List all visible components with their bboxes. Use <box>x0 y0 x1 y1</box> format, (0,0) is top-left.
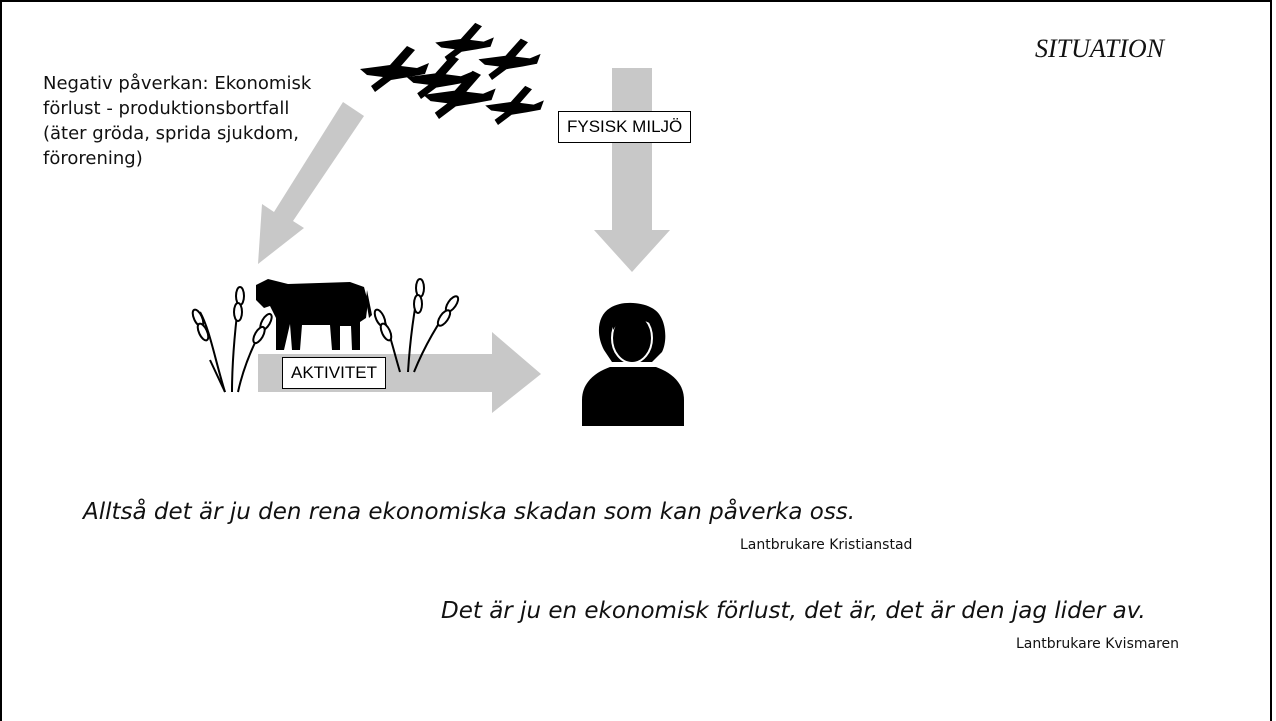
horizontal-arrow <box>258 332 541 413</box>
wheat-icon <box>191 286 273 393</box>
physical-environment-label: FYSISK MILJÖ <box>558 111 692 143</box>
person-icon <box>582 302 684 426</box>
quote-text: Det är ju en ekonomisk förlust, det är, … <box>441 598 1146 624</box>
activity-label: AKTIVITET <box>282 357 386 389</box>
quote-source: Lantbrukare Kvismaren <box>1016 636 1180 652</box>
negative-impact-text: Negativ påverkan: Ekonomisk förlust - pr… <box>43 73 312 169</box>
diagonal-arrow <box>258 102 364 264</box>
vertical-arrow <box>594 68 670 272</box>
wheat-icon <box>373 278 460 373</box>
quote-source: Lantbrukare Kristianstad <box>740 537 913 553</box>
geese-icon <box>360 22 544 125</box>
cow-icon <box>256 279 372 350</box>
slide-title: SITUATION <box>1035 34 1165 63</box>
quote-text: Alltså det är ju den rena ekonomiska ska… <box>83 499 856 525</box>
